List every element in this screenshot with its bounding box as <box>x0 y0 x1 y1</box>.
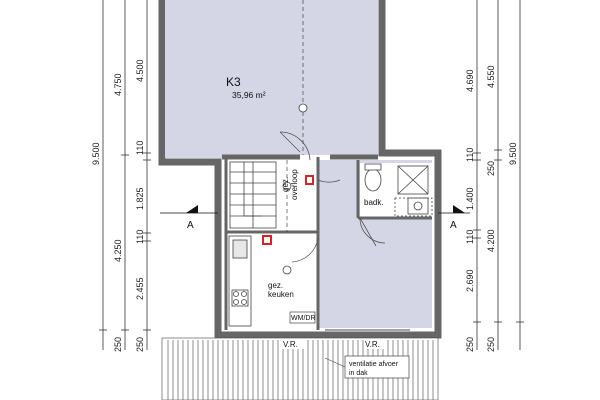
dim-left-inner-4: 110 <box>135 230 145 244</box>
dim-left-inner-3: 1.825 <box>135 187 145 210</box>
dim-right-inner-3: 1.400 <box>465 187 475 210</box>
vr-left-label: V.R. <box>283 340 298 349</box>
dim-right-inner-6: 250 <box>465 337 475 352</box>
dim-left-outer-1: 4.750 <box>113 73 123 96</box>
dim-left-total: 9.500 <box>91 142 101 165</box>
dim-right-inner-4: 110 <box>465 230 475 244</box>
dim-right-inner-5: 2.690 <box>465 269 475 292</box>
dim-right-total: 9.500 <box>508 142 518 165</box>
dim-left-outer-2: 4.250 <box>113 239 123 262</box>
dim-right-outer-4: 250 <box>486 337 496 352</box>
vr-left-bg <box>282 339 304 349</box>
room-k3-area: 35,96 m² <box>232 90 266 100</box>
stair-label-line1: gez. <box>281 177 290 192</box>
door-swings <box>279 131 386 263</box>
bathroom-fixtures <box>364 163 433 217</box>
dim-left-inner-5: 2.455 <box>135 277 145 300</box>
kitchen-label-line2: keuken <box>268 290 294 299</box>
dim-right-outer-2: 250 <box>486 161 496 176</box>
vent-line-2: in dak <box>349 370 368 377</box>
section-label-left: A <box>187 220 194 231</box>
dim-right-outer-1: 4.550 <box>486 65 496 88</box>
right-dimension-lines <box>473 0 524 350</box>
bath-label: badk. <box>364 198 384 207</box>
stair-label-line2: overloop <box>290 169 299 200</box>
kitchen-counter <box>228 235 252 327</box>
interior-walls <box>222 154 432 330</box>
vent-leader <box>324 357 346 368</box>
wm-dr-box <box>289 311 316 324</box>
dim-left-inner-1: 4.500 <box>135 59 145 82</box>
section-arrow-left <box>186 205 198 213</box>
room-k3 <box>165 0 378 158</box>
dim-right-outer-3: 4.200 <box>486 229 496 252</box>
room-k3-name: K3 <box>226 75 241 89</box>
dim-left-inner-6: 250 <box>135 337 145 352</box>
section-label-right: A <box>450 220 457 231</box>
dim-right-inner-1: 4.690 <box>465 69 475 92</box>
dim-left-inner-2: 110 <box>135 141 145 155</box>
dim-right-inner-2: 110 <box>465 148 475 162</box>
vr-right-bg <box>364 339 386 349</box>
vr-right-label: V.R. <box>365 340 380 349</box>
left-dimension-lines <box>99 0 151 350</box>
exit-sign-kitchen-mark <box>264 237 270 243</box>
dim-left-outer-3: 250 <box>113 337 123 352</box>
exit-sign-hall-mark <box>307 177 312 183</box>
wm-dr-label: WM/DR <box>291 315 316 322</box>
staircase <box>229 161 277 229</box>
section-arrow-right <box>453 205 465 213</box>
vent-line-1: ventilatie afvoer <box>349 361 399 368</box>
kitchen-label-line1: gez. <box>268 281 283 290</box>
